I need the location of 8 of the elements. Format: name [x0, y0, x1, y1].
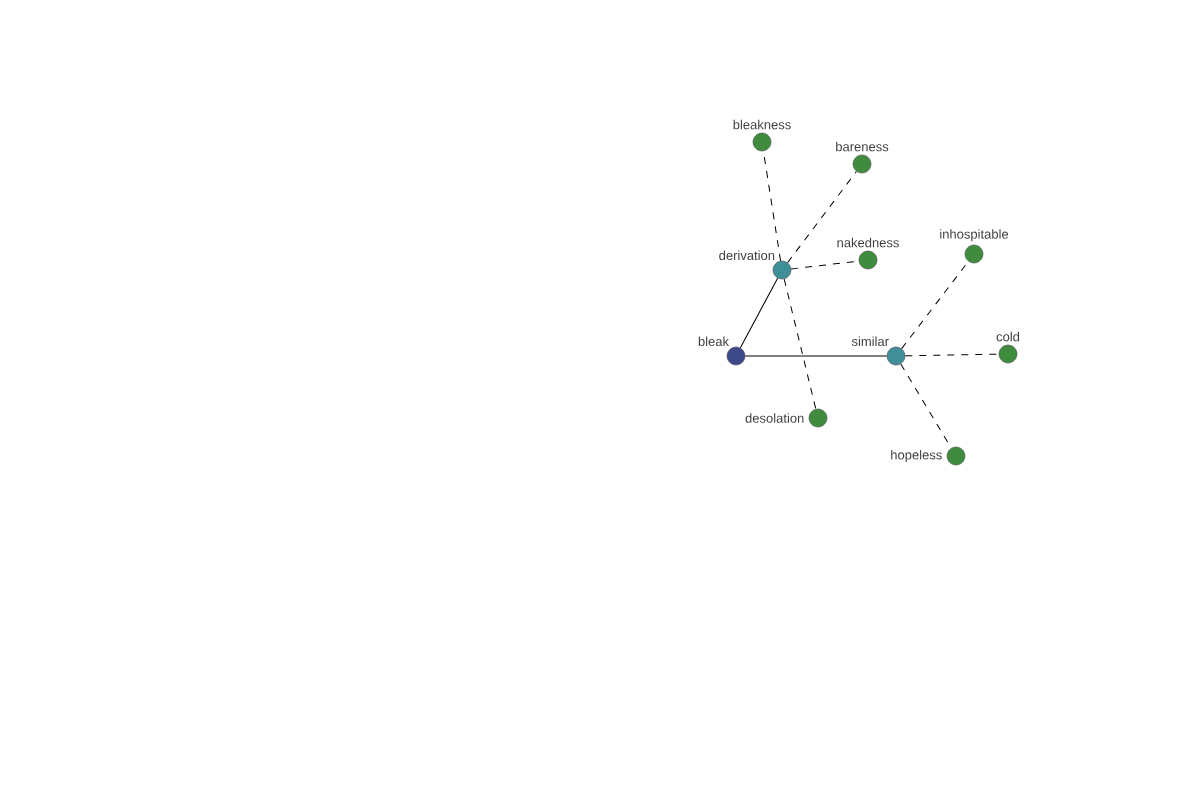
dashed-edge [901, 260, 969, 350]
dashed-edge [900, 363, 952, 449]
dashed-edge [790, 260, 860, 270]
edge-line [739, 277, 779, 349]
dashed-edge [904, 353, 1000, 357]
dashed-edge [783, 278, 817, 410]
edge-line [744, 355, 888, 357]
dashed-edge [787, 170, 857, 264]
